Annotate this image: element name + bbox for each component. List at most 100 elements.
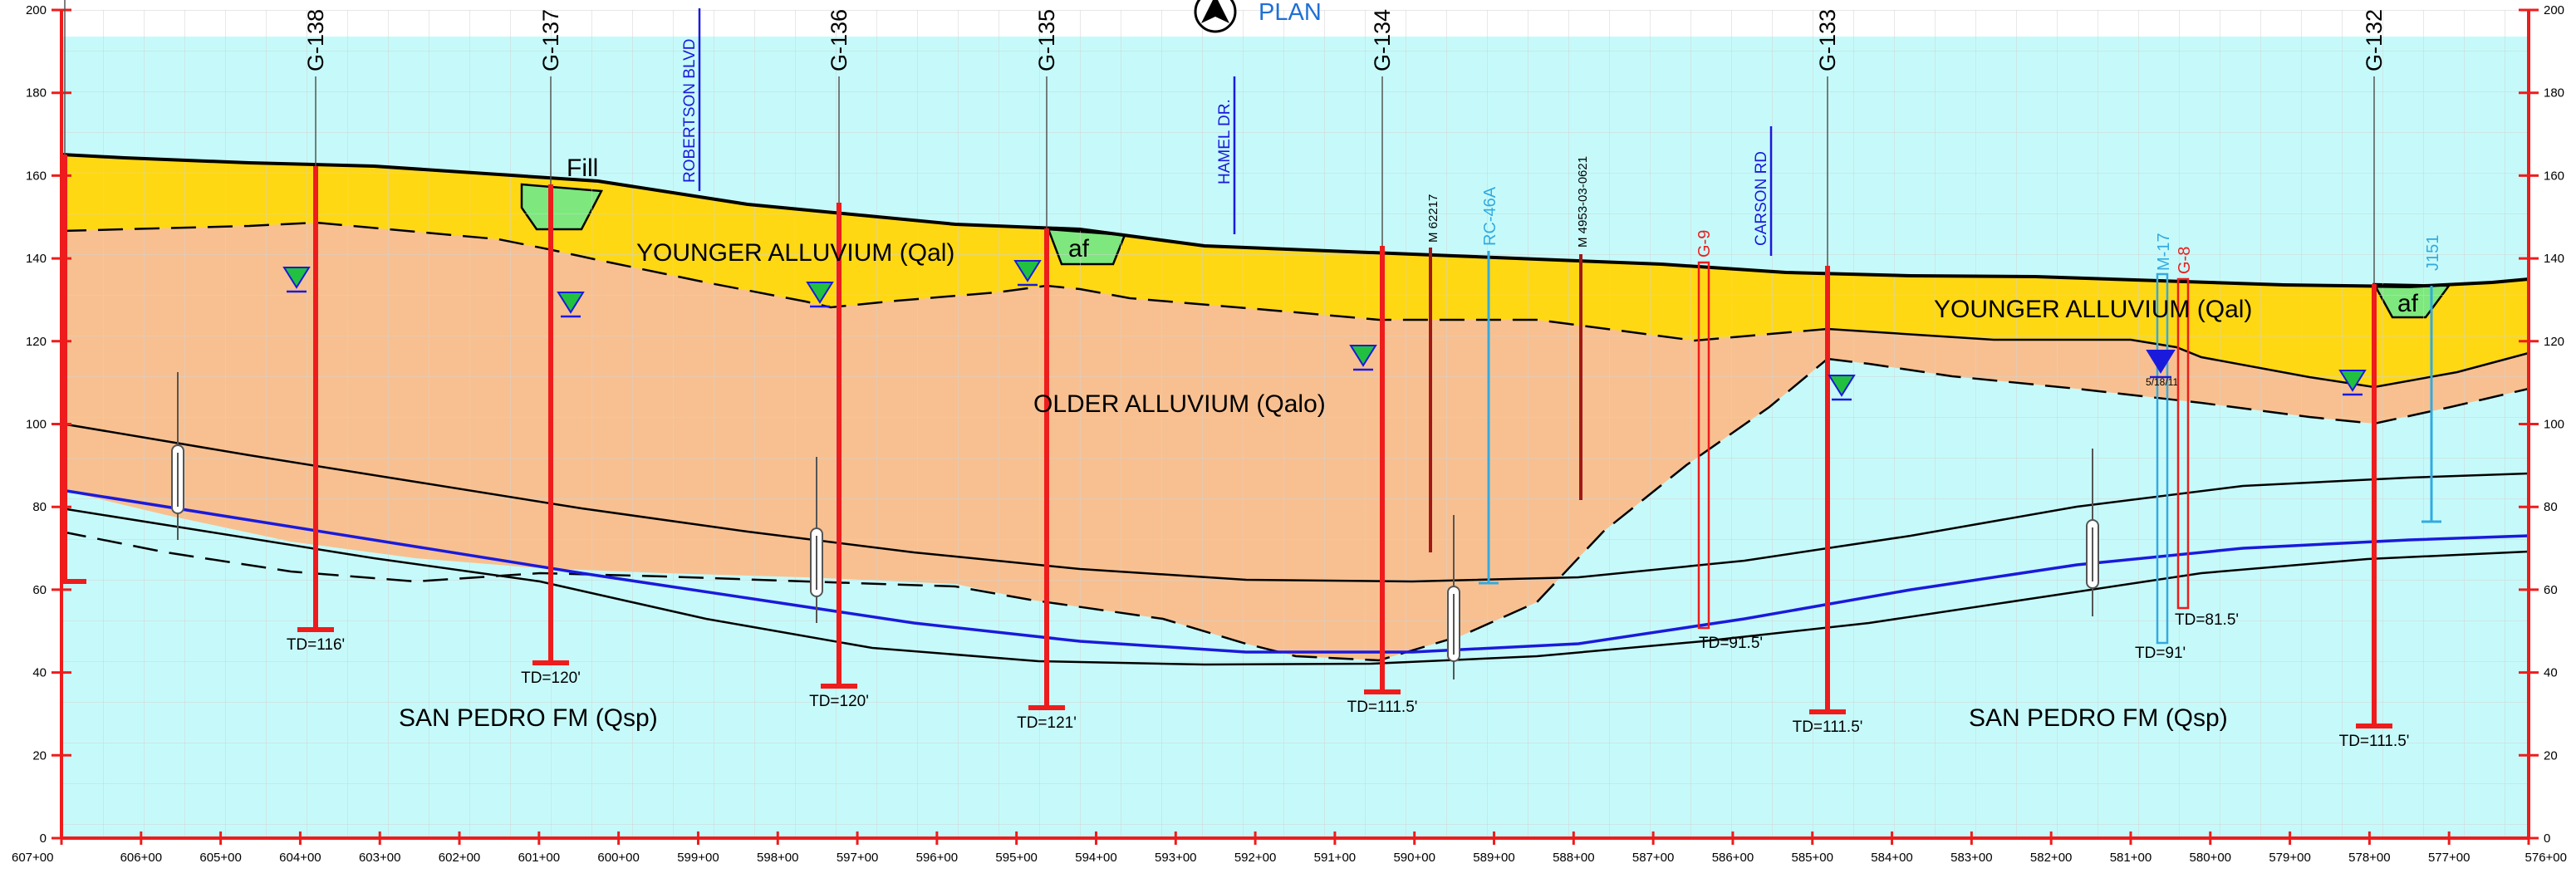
- borehole-total-depth: TD=120': [521, 670, 581, 687]
- marker-bed-upper: [61, 422, 2529, 583]
- borehole-label: G-136: [827, 9, 851, 71]
- borehole-label: G-134: [1370, 9, 1395, 71]
- water-level-icon: [2338, 370, 2367, 396]
- water-level-icon: [806, 282, 834, 308]
- well-g8-label: G-8: [2176, 247, 2194, 274]
- right-tick-label: 160: [2544, 169, 2564, 183]
- ground-surface: [61, 153, 2529, 289]
- borehole-total-depth: TD=120': [809, 693, 869, 710]
- station-tick-label: 598+00: [757, 851, 798, 865]
- well-g8-casing: [2176, 277, 2190, 610]
- station-tick-label: 596+00: [916, 851, 958, 865]
- station-tick-label: 578+00: [2348, 851, 2390, 865]
- station-tick-label: 593+00: [1155, 851, 1196, 865]
- station-tick-label: 605+00: [199, 851, 241, 865]
- fill-label: Fill: [567, 155, 598, 182]
- groundwater-line: [61, 488, 2529, 654]
- station-tick-label: 583+00: [1950, 851, 1992, 865]
- water-level-icon: [2146, 350, 2176, 379]
- right-tick-label: 0: [2544, 831, 2550, 846]
- right-tick-label: 20: [2544, 748, 2558, 763]
- projected-well-icon: [810, 457, 823, 623]
- well-m4953-label: M 4953-03-0621: [1576, 156, 1590, 248]
- right-tick-label: 80: [2544, 500, 2558, 514]
- station-tick-label: 600+00: [597, 851, 639, 865]
- station-tick-label: 602+00: [439, 851, 480, 865]
- well-g8-td: TD=81.5': [2175, 611, 2239, 629]
- station-tick-label: 577+00: [2428, 851, 2470, 865]
- station-tick-label: 581+00: [2110, 851, 2152, 865]
- left-tick-label: 80: [32, 500, 47, 514]
- well-m17-label: M-17: [2155, 233, 2173, 271]
- marker-bed-lower: [61, 507, 2529, 666]
- projected-well-symbols: [171, 372, 2099, 679]
- projected-well-icon: [171, 372, 184, 540]
- borehole-total-depth: TD=121': [1017, 714, 1077, 732]
- station-tick-label: 597+00: [837, 851, 878, 865]
- right-tick-label: 60: [2544, 583, 2558, 597]
- well-j151-label: J151: [2424, 235, 2442, 271]
- well-g9-casing: [1697, 261, 1710, 630]
- water-level-markers: [282, 260, 2367, 401]
- robertson-blvd-label: ROBERTSON BLVD: [681, 38, 699, 183]
- plan-label: PLAN: [1259, 0, 1322, 26]
- borehole-label: G-135: [1034, 9, 1059, 71]
- well-m17-td: TD=91': [2135, 645, 2186, 662]
- station-tick-label: 588+00: [1553, 851, 1594, 865]
- water-level-icon: [1828, 375, 1856, 401]
- water-level-icon: [557, 292, 585, 318]
- water-level-icon: [1349, 345, 1377, 371]
- station-tick-label: 590+00: [1393, 851, 1435, 865]
- san-pedro-label-right: SAN PEDRO FM (Qsp): [1969, 704, 2228, 732]
- right-tick-label: 140: [2544, 252, 2564, 266]
- station-tick-label: 603+00: [359, 851, 400, 865]
- borehole-label: G-137: [538, 9, 563, 71]
- older-alluvium-label: OLDER ALLUVIUM (Qalo): [1033, 390, 1326, 418]
- borehole-label: G-138: [303, 9, 328, 71]
- younger-older-contact: [61, 221, 1828, 342]
- station-tick-label: 604+00: [279, 851, 321, 865]
- borehole-total-depth: TD=116': [287, 636, 345, 654]
- left-tick-label: 180: [26, 86, 47, 101]
- station-tick-label: 579+00: [2269, 851, 2310, 865]
- right-tick-label: 100: [2544, 418, 2564, 432]
- grid: [61, 10, 2529, 838]
- right-tick-label: 120: [2544, 335, 2564, 349]
- well-m17-date: 5/18/11: [2146, 376, 2178, 388]
- water-level-icon: [1013, 260, 1042, 287]
- younger-alluvium-label-right: YOUNGER ALLUVIUM (Qal): [1934, 296, 2252, 323]
- borehole-total-depth: TD=111.5': [2339, 733, 2410, 750]
- left-tick-label: 120: [26, 335, 47, 349]
- north-arrow-icon: [1194, 0, 1237, 33]
- station-tick-label: 595+00: [995, 851, 1037, 865]
- station-tick-label: 592+00: [1234, 851, 1276, 865]
- station-tick-label: 589+00: [1473, 851, 1514, 865]
- station-tick-label: 607+00: [12, 851, 53, 865]
- borehole-total-depth: TD=111.5': [1793, 719, 1863, 736]
- station-tick-label: 576+00: [2525, 851, 2567, 865]
- left-tick-label: 160: [26, 169, 47, 183]
- borehole-total-depth: TD=111.5': [1347, 699, 1418, 716]
- borehole-label: G-132: [2362, 9, 2387, 71]
- station-tick-label: 606+00: [120, 851, 162, 865]
- right-tick-label: 200: [2544, 3, 2564, 17]
- well-m62217-label: M 62217: [1426, 194, 1440, 243]
- station-tick-label: 584+00: [1871, 851, 1912, 865]
- station-tick-label: 585+00: [1791, 851, 1833, 865]
- left-tick-label: 140: [26, 252, 47, 266]
- left-tick-label: 100: [26, 418, 47, 432]
- well-g9-label: G-9: [1695, 230, 1714, 258]
- station-tick-label: 594+00: [1075, 851, 1116, 865]
- projected-well-icon: [1447, 515, 1460, 679]
- older-sanpedro-contact: [61, 358, 1828, 662]
- left-tick-label: 200: [26, 3, 47, 17]
- younger-older-contact-right: [1827, 327, 2529, 389]
